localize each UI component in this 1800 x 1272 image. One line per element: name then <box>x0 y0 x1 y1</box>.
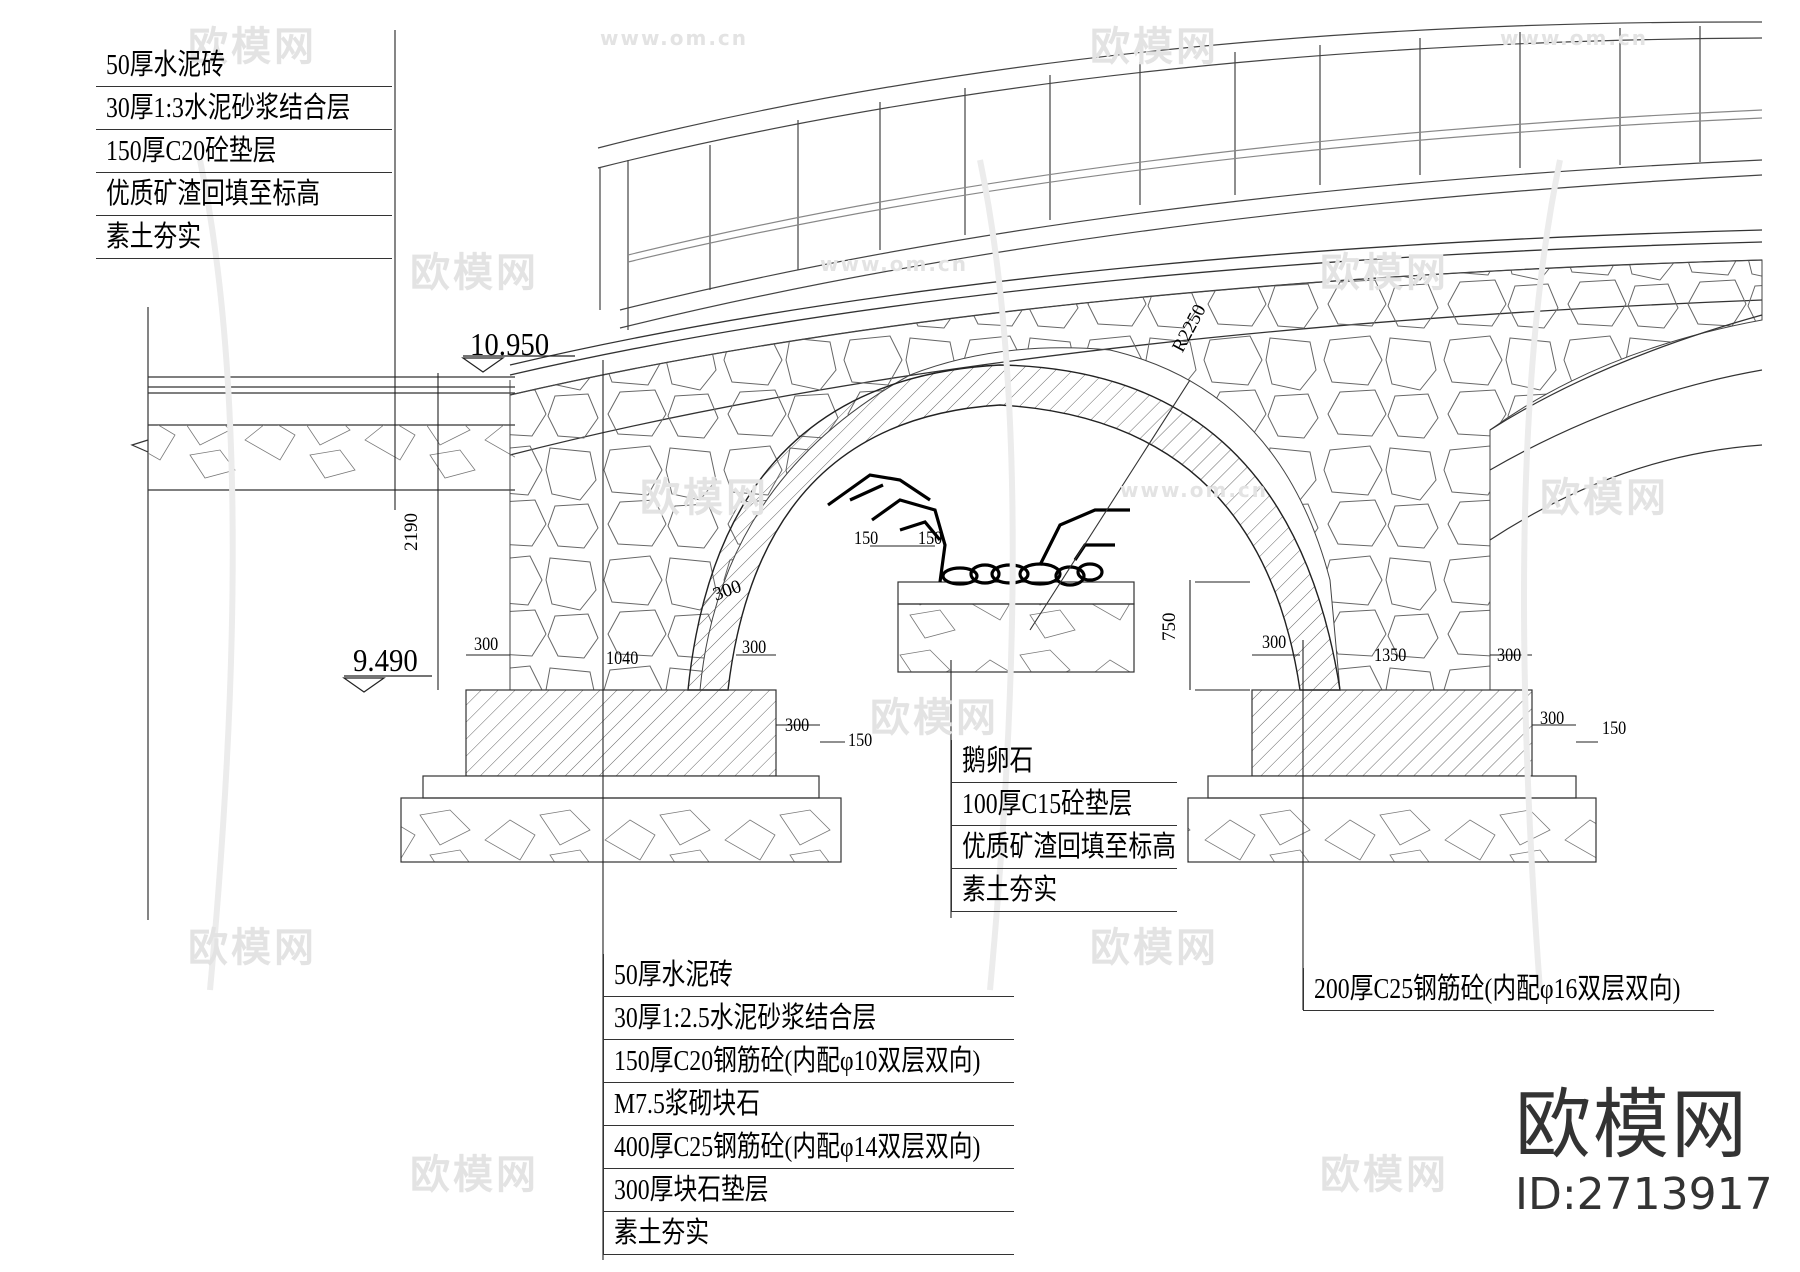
dim-2190: 2190 <box>401 513 422 551</box>
road-layers-callout: 50厚水泥砖 30厚1:3水泥砂浆结合层 150厚C20砼垫层 优质矿渣回填至标… <box>96 44 392 259</box>
watermark-logo: 欧模网 <box>1320 1152 1449 1198</box>
dim-150: 150 <box>854 528 879 549</box>
layer-label: 50厚水泥砖 <box>604 954 1014 997</box>
elevation-top: 10.950 <box>470 326 550 362</box>
bridge-railing <box>597 21 1763 330</box>
watermark-logo: 欧模网 <box>410 250 539 296</box>
dim-1350: 1350 <box>1374 645 1407 666</box>
right-foundation <box>1187 689 1597 863</box>
layer-label: 素土夯实 <box>96 216 392 259</box>
layer-label: 200厚C25钢筋砼(内配φ16双层双向) <box>1304 968 1714 1011</box>
watermark-url: www.om.cn <box>1120 478 1269 502</box>
layer-label: 优质矿渣回填至标高 <box>96 173 392 216</box>
layer-label: 优质矿渣回填至标高 <box>952 826 1177 869</box>
layer-label: 鹅卵石 <box>952 740 1177 783</box>
watermark-url: www.om.cn <box>1500 26 1649 50</box>
dim-300: 300 <box>1262 632 1287 653</box>
brand-id: ID:2713917 <box>1515 1169 1773 1220</box>
watermark-logo: 欧模网 <box>1090 925 1219 971</box>
watermark-url: www.om.cn <box>600 26 749 50</box>
watermark-logo: 欧模网 <box>1090 24 1219 70</box>
dim-300: 300 <box>742 637 767 658</box>
layer-label: 150厚C20砼垫层 <box>96 130 392 173</box>
bridge-layers-callout: 50厚水泥砖 30厚1:2.5水泥砂浆结合层 150厚C20钢筋砼(内配φ10双… <box>603 954 1014 1255</box>
channel-layers-callout: 鹅卵石 100厚C15砼垫层 优质矿渣回填至标高 素土夯实 <box>951 740 1177 912</box>
watermark-logo: 欧模网 <box>870 695 999 741</box>
brand-block: 欧模网 ID:2713917 <box>1515 1085 1773 1219</box>
dim-750: 750 <box>1159 612 1180 642</box>
dim-300: 300 <box>1540 708 1565 729</box>
layer-label: M7.5浆砌块石 <box>604 1083 1014 1126</box>
dim-150: 150 <box>1602 718 1627 739</box>
watermark-logo: 欧模网 <box>188 24 317 70</box>
watermark-logo: 欧模网 <box>410 1152 539 1198</box>
layer-label: 150厚C20钢筋砼(内配φ10双层双向) <box>604 1040 1014 1083</box>
dim-300: 300 <box>474 634 499 655</box>
dim-1040: 1040 <box>606 648 639 669</box>
layer-label: 素土夯实 <box>952 869 1177 912</box>
layer-label: 50厚水泥砖 <box>96 44 392 87</box>
layer-label: 30厚1:3水泥砂浆结合层 <box>96 87 392 130</box>
dim-150: 150 <box>848 730 873 751</box>
elevation-markers <box>342 355 575 693</box>
dim-300: 300 <box>1497 645 1522 666</box>
approach-road <box>130 307 515 920</box>
left-foundation <box>400 689 842 863</box>
layer-label: 30厚1:2.5水泥砂浆结合层 <box>604 997 1014 1040</box>
watermark-url: www.om.cn <box>820 252 969 276</box>
dim-150: 150 <box>918 528 943 549</box>
layer-label: 100厚C15砼垫层 <box>952 783 1177 826</box>
watermark-logo: 欧模网 <box>640 475 769 521</box>
elevation-base: 9.490 <box>353 642 418 678</box>
channel <box>827 473 1135 673</box>
layer-label: 素土夯实 <box>604 1212 1014 1255</box>
dim-300: 300 <box>785 715 810 736</box>
layer-label: 400厚C25钢筋砼(内配φ14双层双向) <box>604 1126 1014 1169</box>
watermark-logo: 欧模网 <box>1320 250 1449 296</box>
watermark-logo: 欧模网 <box>1540 475 1669 521</box>
layer-label: 300厚块石垫层 <box>604 1169 1014 1212</box>
watermark-logo: 欧模网 <box>188 925 317 971</box>
foundation-note-callout: 200厚C25钢筋砼(内配φ16双层双向) <box>1303 968 1714 1011</box>
brand-name: 欧模网 <box>1515 1080 1749 1169</box>
